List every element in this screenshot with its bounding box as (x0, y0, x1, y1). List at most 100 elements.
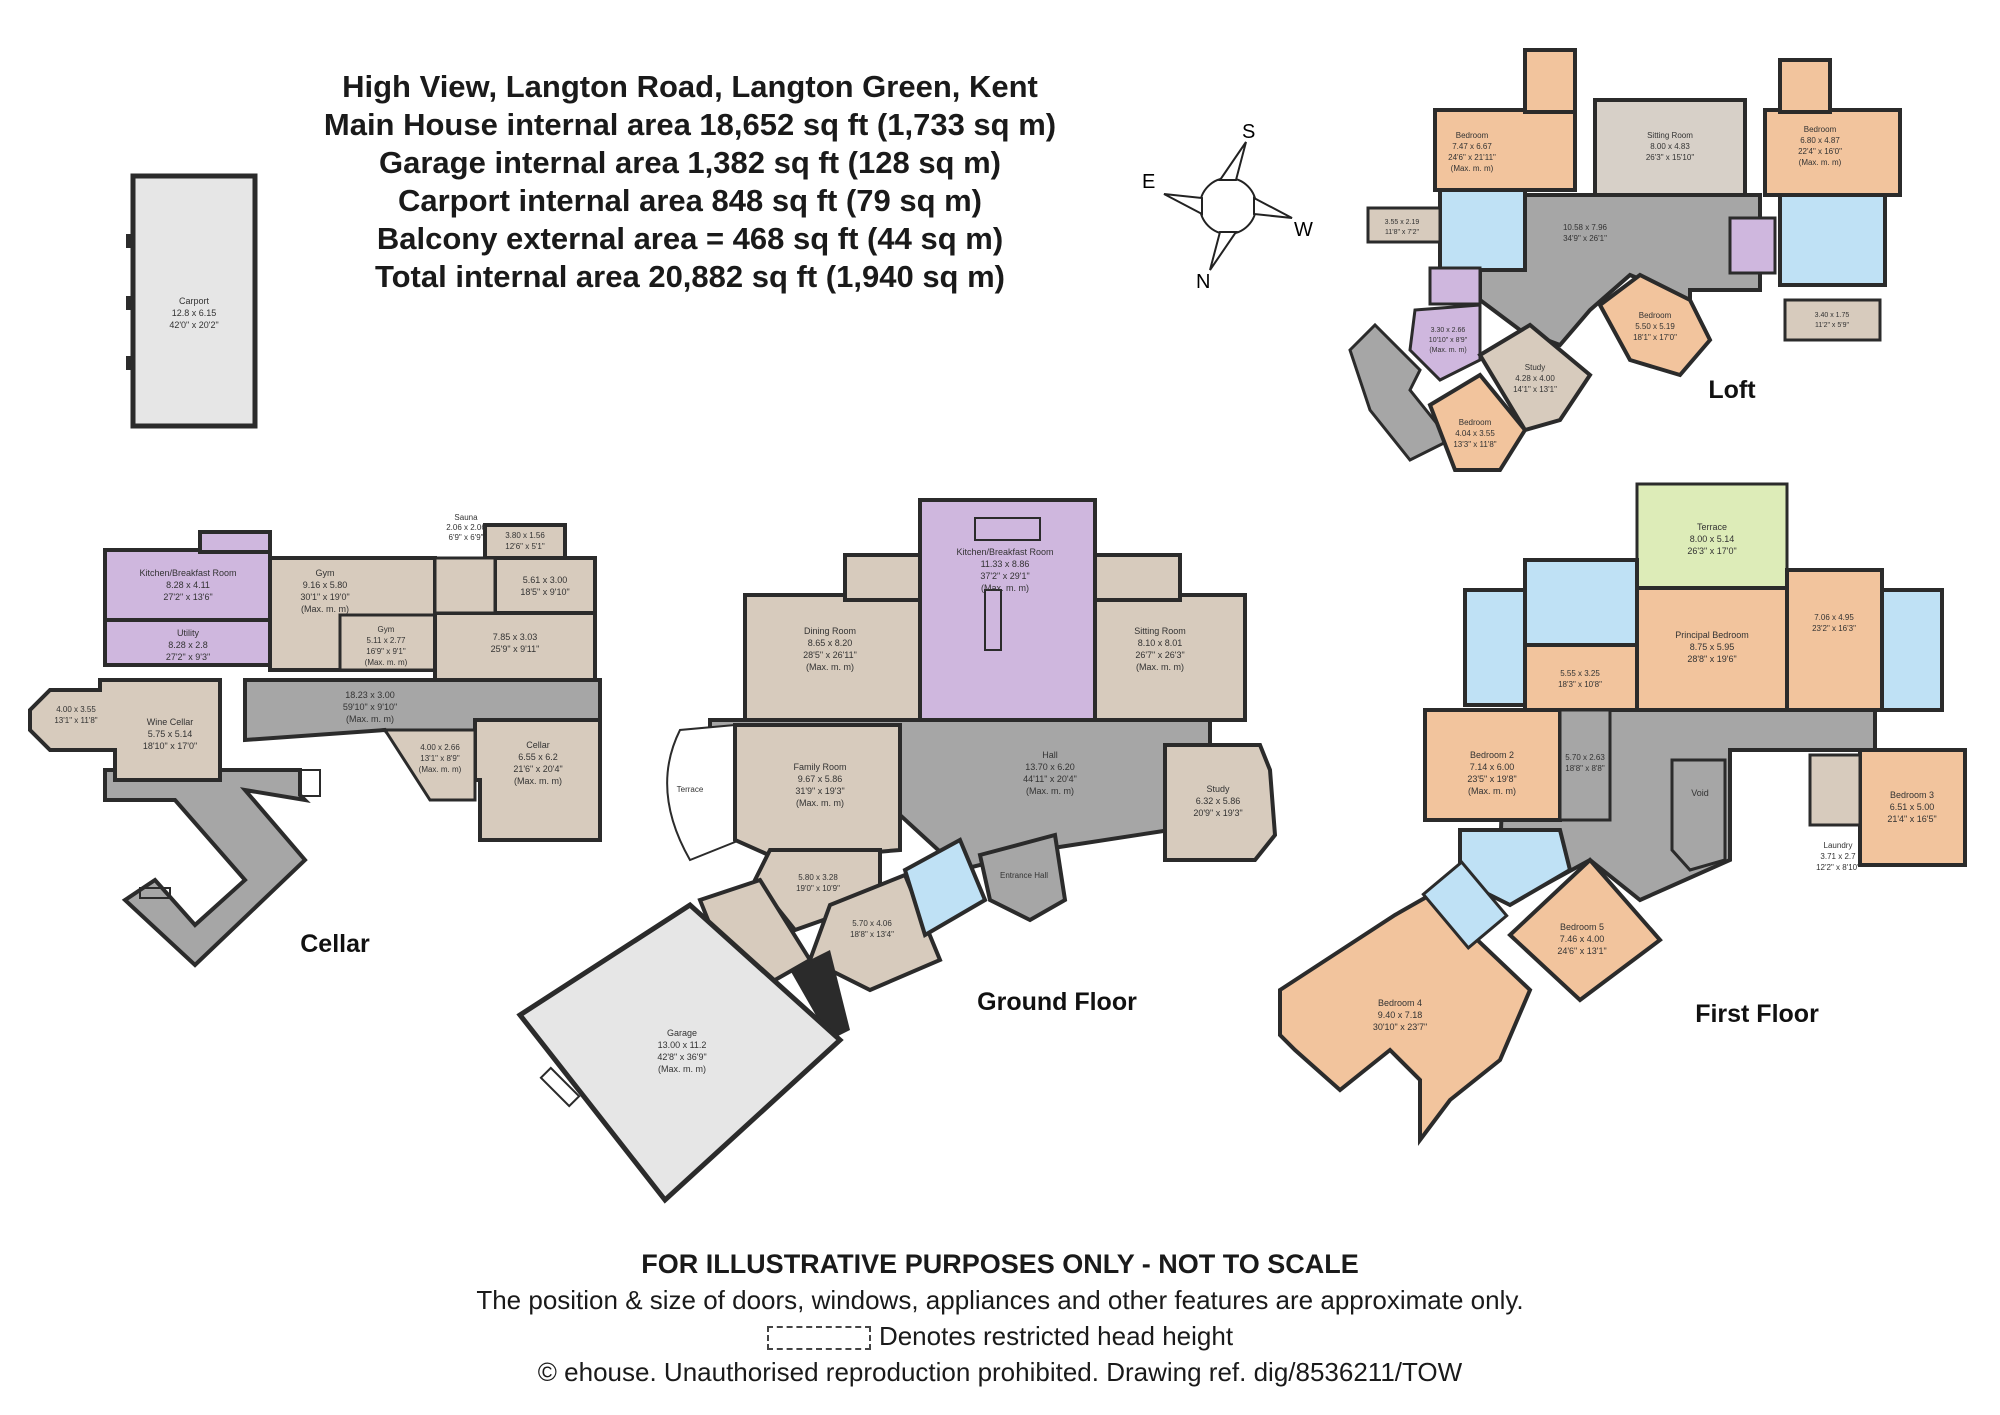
cellar-floor-label: Cellar (300, 930, 370, 958)
cellar-wine-dims: 5.75 x 5.14 (148, 729, 193, 739)
carport-label: Carport (179, 296, 210, 306)
gf-room2-dims: 5.70 x 4.06 (852, 919, 892, 928)
ff-bed4-dims: 9.40 x 7.18 (1378, 1010, 1423, 1020)
area-garage: Garage internal area 1,382 sq ft (128 sq… (379, 145, 1001, 180)
cellar-gym-imp: 30'1" x 19'0" (300, 592, 349, 602)
cellar-store4-dims: 4.00 x 2.66 (420, 743, 460, 752)
ground-floor-plan: Kitchen/Breakfast Room 11.33 x 8.86 37'2… (516, 498, 1278, 1204)
cellar-sauna-imp: 6'9" x 6'9" (449, 533, 484, 542)
cellar-gym2-dims: 5.11 x 2.77 (367, 636, 407, 645)
gf-garage-label: Garage (667, 1028, 697, 1038)
gf-hall-dims: 13.70 x 6.20 (1025, 762, 1075, 772)
gf-hall-imp: 44'11" x 20'4" (1023, 774, 1077, 784)
loft-study-label: Study (1525, 363, 1545, 372)
loft-bed-c-imp: 18'1" x 17'0" (1633, 333, 1677, 342)
first-floor-label: First Floor (1695, 1000, 1819, 1028)
gf-family-max: (Max. m. m) (796, 798, 844, 808)
loft-bed-a-imp: 24'6" x 21'11" (1448, 153, 1496, 162)
footer: FOR ILLUSTRATIVE PURPOSES ONLY - NOT TO … (0, 1246, 2000, 1390)
cellar-store2-dims: 5.61 x 3.00 (523, 575, 568, 585)
cellar-gym2-label: Gym (378, 625, 395, 634)
gf-garage-dims: 13.00 x 11.2 (658, 1040, 707, 1050)
loft-bed-c-label: Bedroom (1639, 311, 1672, 320)
gf-entrance-label: Entrance Hall (1000, 871, 1048, 880)
gf-study-label: Study (1206, 784, 1230, 794)
carport-dims: 12.8 x 6.15 (172, 308, 217, 318)
loft-bed-a-label: Bedroom (1456, 131, 1489, 140)
cellar-store4-imp: 13'1" x 8'9" (420, 754, 460, 763)
cellar-gym-max: (Max. m. m) (301, 604, 349, 614)
cellar-wine2-imp: 13'1" x 11'8" (54, 716, 97, 725)
gf-sitting-max: (Max. m. m) (1136, 662, 1184, 672)
gf-dining-max: (Max. m. m) (806, 662, 854, 672)
area-total: Total internal area 20,882 sq ft (1,940 … (374, 259, 1005, 294)
loft-landing-dims: 10.58 x 7.96 (1563, 223, 1608, 232)
area-balcony: Balcony external area = 468 sq ft (44 sq… (376, 221, 1004, 256)
restricted-height-text: Denotes restricted head height (878, 1321, 1234, 1351)
cellar-store3-imp: 25'9" x 9'11" (491, 644, 540, 654)
cellar-store4-max: (Max. m. m) (419, 765, 462, 774)
ff-principal-dims: 8.75 x 5.95 (1690, 642, 1735, 652)
loft-room-imp: 10'10" x 8'9" (1429, 337, 1468, 344)
cellar-gym-dims: 9.16 x 5.80 (303, 580, 348, 590)
ff-bed2-imp: 23'5" x 19'8" (1467, 774, 1516, 784)
cellar-kitchen-imp: 27'2" x 13'6" (163, 592, 212, 602)
carport: Carport 12.8 x 6.15 42'0" x 20'2" (126, 173, 258, 429)
ff-bed5-dims: 7.46 x 4.00 (1560, 934, 1605, 944)
gf-hall-label: Hall (1042, 750, 1058, 760)
gf-family-dims: 9.67 x 5.86 (798, 774, 843, 784)
ff-bed2-dims: 7.14 x 6.00 (1470, 762, 1515, 772)
area-main: Main House internal area 18,652 sq ft (1… (323, 107, 1057, 142)
cellar-store1-imp: 12'6" x 5'1" (505, 542, 545, 551)
loft-floor-label: Loft (1708, 376, 1756, 404)
ff-dress-dims: 5.55 x 3.25 (1560, 669, 1600, 678)
restricted-height-legend: Denotes restricted head height (0, 1318, 2000, 1354)
ff-dress-imp: 18'3" x 10'8" (1558, 680, 1602, 689)
loft-bed-d-imp: 13'3" x 11'8" (1453, 440, 1496, 449)
cellar-plan: Kitchen/Breakfast Room 8.28 x 4.11 27'2"… (28, 513, 602, 968)
gf-room1-imp: 19'0" x 10'9" (796, 884, 840, 893)
ff-laundry-dims: 3.71 x 2.7 (1820, 852, 1856, 861)
loft-bed-b-imp: 22'4" x 16'0" (1798, 147, 1842, 156)
ff-bed2-max: (Max. m. m) (1468, 786, 1516, 796)
gf-kitchen-imp: 37'2" x 29'1" (980, 571, 1029, 581)
loft-bed-b-dims: 6.80 x 4.87 (1800, 136, 1840, 145)
copyright: © ehouse. Unauthorised reproduction proh… (537, 1357, 1463, 1387)
ff-dress2-dims: 7.06 x 4.95 (1814, 613, 1854, 622)
cellar-utility-imp: 27'2" x 9'3" (166, 652, 210, 662)
ff-principal-label: Principal Bedroom (1675, 630, 1749, 640)
cellar-sauna-dims: 2.06 x 2.06 (446, 523, 486, 532)
ff-bed2-label: Bedroom 2 (1470, 750, 1514, 760)
ff-laundry-imp: 12'2" x 8'10" (1816, 863, 1860, 872)
gf-dining-dims: 8.65 x 8.20 (808, 638, 853, 648)
loft-plan: Bedroom 7.47 x 6.67 24'6" x 21'11" (Max.… (1348, 48, 1902, 472)
gf-sitting-label: Sitting Room (1134, 626, 1186, 636)
gf-kitchen-dims: 11.33 x 8.86 (981, 559, 1030, 569)
ff-landing-imp: 18'8" x 8'8" (1565, 764, 1605, 773)
cellar-wine-label: Wine Cellar (147, 717, 194, 727)
gf-dining-imp: 28'5" x 26'11" (803, 650, 857, 660)
cellar-corridor-dims: 18.23 x 3.00 (345, 690, 395, 700)
ff-landing-dims: 5.70 x 2.63 (1565, 753, 1605, 762)
ff-bed3-dims: 6.51 x 5.00 (1890, 802, 1935, 812)
ff-bed4-imp: 30'10" x 23'7" (1373, 1022, 1427, 1032)
gf-study-dims: 6.32 x 5.86 (1196, 796, 1241, 806)
cellar-sauna-label: Sauna (454, 513, 478, 522)
cellar-store1-dims: 3.80 x 1.56 (505, 531, 545, 540)
carport-imp: 42'0" x 20'2" (169, 320, 218, 330)
gf-sitting-imp: 26'7" x 26'3" (1135, 650, 1184, 660)
cellar-store3-dims: 7.85 x 3.03 (493, 632, 538, 642)
compass-icon: S W N E (1142, 121, 1313, 293)
ff-principal-imp: 28'8" x 19'6" (1687, 654, 1736, 664)
gf-dining-label: Dining Room (804, 626, 856, 636)
gf-sitting-dims: 8.10 x 8.01 (1138, 638, 1183, 648)
loft-store-dims: 3.55 x 2.19 (1385, 219, 1420, 226)
compass-w: W (1294, 219, 1313, 241)
gf-kitchen-max: (Max. m. m) (981, 583, 1029, 593)
ff-void-label: Void (1691, 788, 1709, 798)
ff-bed5-imp: 24'6" x 13'1" (1557, 946, 1606, 956)
ff-bed5-label: Bedroom 5 (1560, 922, 1604, 932)
ff-bed4-label: Bedroom 4 (1378, 998, 1422, 1008)
loft-bed-b-label: Bedroom (1804, 125, 1837, 134)
cellar-utility-label: Utility (177, 628, 199, 638)
